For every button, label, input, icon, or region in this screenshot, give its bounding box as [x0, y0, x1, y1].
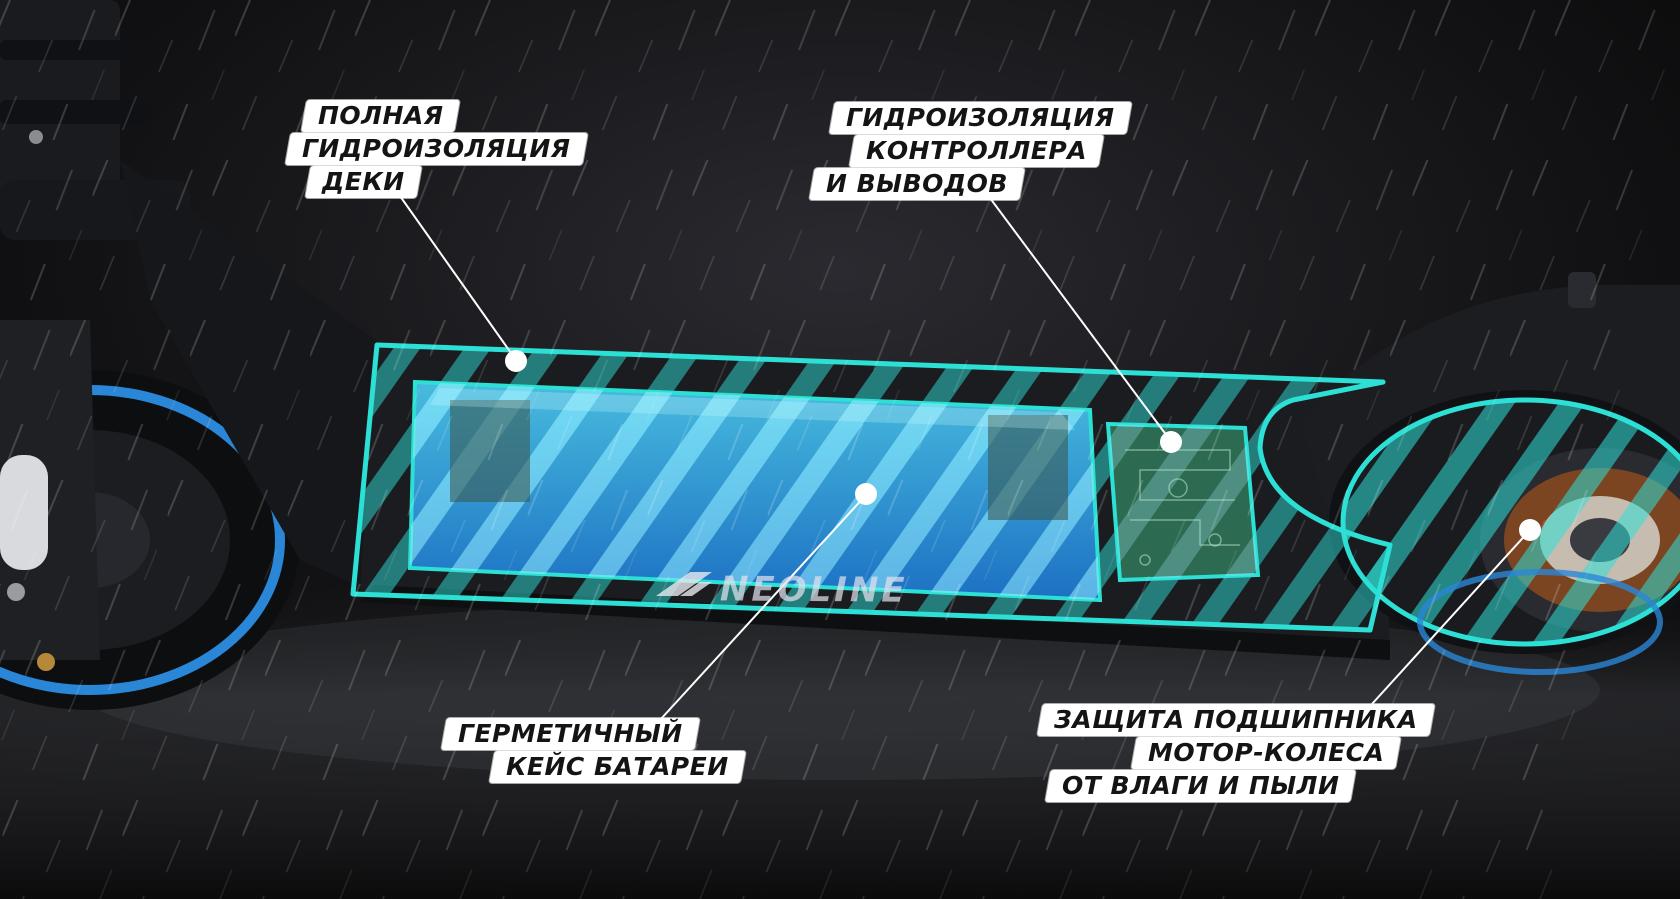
callout-motor-line: ЗАЩИТА ПОДШИПНИКА	[1054, 705, 1418, 734]
deck-dot	[505, 350, 527, 372]
callout-battery-line: КЕЙС БАТАРЕИ	[506, 752, 729, 781]
callout-lines	[399, 195, 1531, 721]
controller-dot	[1160, 431, 1182, 453]
callout-deck-line: ГИДРОИЗОЛЯЦИЯ	[302, 134, 571, 163]
callout-motor: ЗАЩИТА ПОДШИПНИКА МОТОР-КОЛЕСА ОТ ВЛАГИ …	[1030, 704, 1435, 803]
callout-deck-line: ПОЛНАЯ	[318, 101, 444, 130]
battery-dot	[855, 483, 877, 505]
callout-battery: ГЕРМЕТИЧНЫЙ КЕЙС БАТАРЕИ	[441, 718, 746, 784]
callout-deck-line: ДЕКИ	[322, 167, 405, 196]
callout-motor-line: ОТ ВЛАГИ И ПЫЛИ	[1062, 771, 1340, 800]
callout-controller-line: И ВЫВОДОВ	[826, 169, 1008, 198]
brand-logo-text: NEOLINE	[719, 569, 908, 611]
callout-dots	[505, 350, 1541, 541]
callout-motor-line: МОТОР-КОЛЕСА	[1148, 738, 1385, 767]
callout-controller-line: КОНТРОЛЛЕРА	[866, 136, 1088, 165]
callout-deck: ПОЛНАЯ ГИДРОИЗОЛЯЦИЯ ДЕКИ	[285, 100, 588, 199]
callout-battery-line: ГЕРМЕТИЧНЫЙ	[458, 719, 683, 748]
motor-dot	[1519, 519, 1541, 541]
callout-controller-line: ГИДРОИЗОЛЯЦИЯ	[846, 103, 1115, 132]
callout-controller: ГИДРОИЗОЛЯЦИЯ КОНТРОЛЛЕРА И ВЫВОДОВ	[809, 102, 1132, 201]
